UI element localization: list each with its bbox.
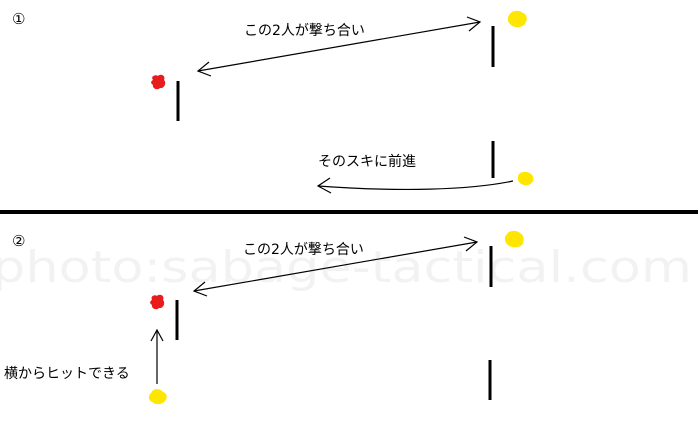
panel-2-flank-arrow — [150, 328, 164, 384]
yellow-player-2b — [148, 389, 167, 405]
panel-2-flank-label: 横からヒットできる — [4, 366, 130, 382]
panel-1-shootout-arrow — [196, 16, 482, 77]
panel-2-shootout-label: この2人が撃ち合い — [243, 242, 364, 258]
yellow-player-1b — [518, 171, 534, 186]
yellow-player-1a — [507, 10, 527, 28]
red-player-2 — [150, 294, 165, 310]
red-player-1 — [151, 74, 166, 90]
panel-1-advance-label: そのスキに前進 — [318, 153, 416, 170]
watermark-text: photo:sabage-tactical.com — [0, 242, 692, 293]
panel-1-advance-arrow — [316, 177, 514, 194]
yellow-player-2a — [504, 230, 524, 248]
panel-1-number: ① — [12, 10, 25, 28]
panel-2: ② この2人が撃ち合い 横からヒットできる — [4, 230, 524, 405]
panel-1: ① この2人が撃ち合い そのスキに前進 — [12, 10, 534, 194]
panel-2-shootout-arrow — [192, 236, 479, 297]
panel-1-shootout-label: この2人が撃ち合い — [244, 23, 365, 39]
panel-2-number: ② — [12, 232, 25, 250]
